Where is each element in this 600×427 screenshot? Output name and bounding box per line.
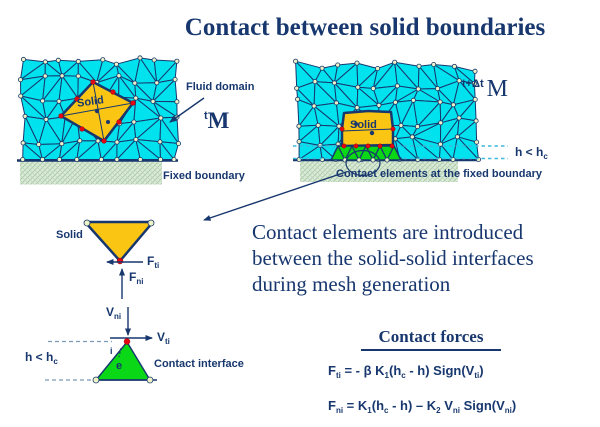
contact-node-label: i [110, 346, 113, 356]
equation-tangential: Fti = - β K1(hc - h) Sign(Vti) [328, 363, 484, 380]
mesh-symbol-2: M [486, 76, 508, 102]
main-text: Contact elements are introduced between … [252, 219, 534, 297]
contact-forces-heading: Contact forces [361, 327, 501, 351]
slide-title: Contact between solid boundaries [184, 14, 546, 41]
left-fluid-mesh [17, 55, 181, 162]
equation-normal: Fni = K1(hc - h) – K2 Vni Sign(Vni) [328, 398, 517, 415]
contact-interface-label: Contact interface [154, 358, 244, 370]
contact-zone-circle [345, 149, 381, 177]
time-dt-superscript: t+Δt [462, 78, 484, 90]
right-fluid-mesh [293, 58, 481, 162]
mesh-config-label-t: tM [204, 108, 229, 134]
f-tangential-label: Fti [147, 254, 160, 270]
fixed-boundary-label: Fixed boundary [163, 170, 245, 182]
zoom-detail-arrow [203, 171, 347, 221]
contact-interface-triangle [92, 338, 157, 384]
left-fixed-boundary [17, 159, 178, 185]
v-normal-label: Vni [106, 305, 122, 321]
v-tangential-label: Vti [157, 330, 170, 346]
main-text-line: during mesh generation [252, 272, 451, 296]
fluid-domain-arrow [169, 97, 205, 123]
main-text-line: Contact elements are introduced [252, 220, 524, 244]
left-solid [58, 79, 136, 144]
detail-solid-label: Solid [56, 229, 83, 241]
gap-condition-label-right: h < hc [515, 145, 548, 161]
gap-condition-label-detail: h < hc [25, 350, 58, 366]
f-normal-label: Fni [129, 270, 144, 286]
right-solid [340, 109, 395, 148]
main-text-line: between the solid-solid interfaces [252, 246, 534, 270]
right-solid-label: Solid [350, 119, 377, 131]
element-label: e [116, 360, 123, 372]
contact-elements-caption: Contact elements at the fixed boundary [336, 168, 542, 180]
time-superscript: t [204, 110, 208, 122]
detail-solid-triangle [83, 219, 155, 265]
mesh-symbol: M [207, 108, 230, 133]
fluid-domain-label: Fluid domain [186, 81, 255, 93]
